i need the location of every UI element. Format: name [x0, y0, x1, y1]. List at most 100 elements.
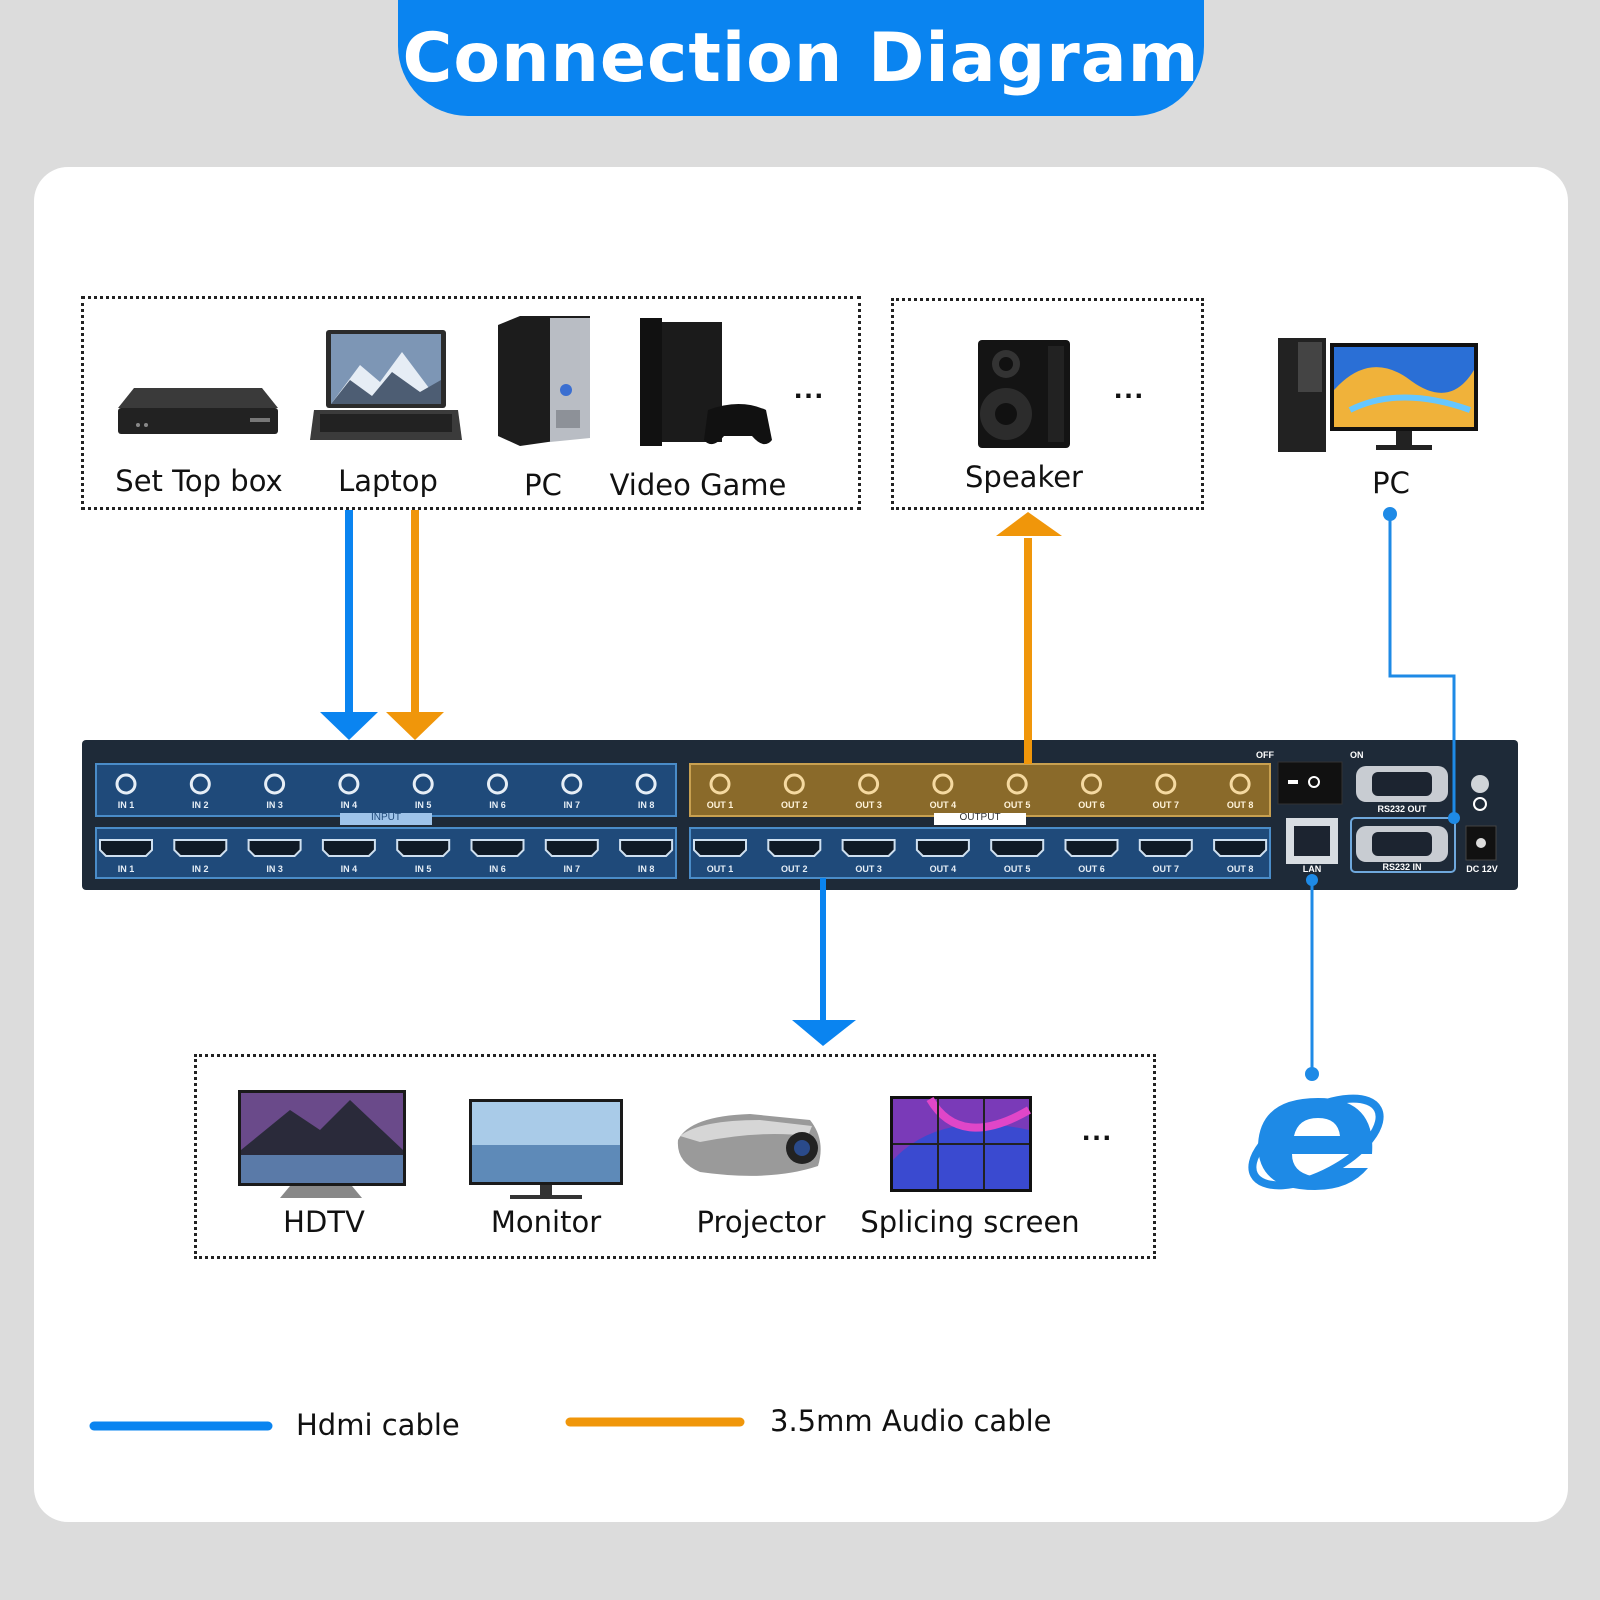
hdmi-in-port [544, 839, 599, 857]
audio_out-label: OUT 6 [1078, 800, 1105, 810]
speaker-group [891, 298, 1204, 510]
hdmi-output-arrow [792, 878, 856, 1046]
hdmi_out-label: OUT 3 [855, 864, 882, 874]
audio-out-jack [1006, 773, 1028, 795]
hdmi_in-label: IN 8 [637, 864, 655, 874]
audio-out-jack [858, 773, 880, 795]
audio-in-jack [635, 773, 657, 795]
audio-out-jack [1081, 773, 1102, 795]
hdmi_out-label: OUT 4 [929, 864, 957, 874]
audio_in-label: IN 3 [266, 800, 283, 810]
power-off-label: OFF [1256, 750, 1274, 760]
speaker-more: ... [1114, 372, 1146, 405]
hdmi-in-port [470, 839, 525, 857]
hdmi-out-port [915, 839, 970, 857]
audio-out-jack [709, 773, 731, 795]
speaker-icon [978, 340, 1070, 448]
lan-line [1305, 874, 1319, 1081]
audio_out-label: OUT 2 [781, 800, 808, 810]
hdmi_in-label: IN 7 [563, 864, 581, 874]
label-laptop: Laptop [338, 464, 438, 498]
audio_out-label: OUT 1 [706, 800, 734, 810]
hdmi-in-port [619, 839, 674, 857]
audio_in-label: IN 4 [340, 800, 358, 810]
hdmi-out-port [693, 839, 747, 857]
hdmi_out-label: OUT 6 [1078, 864, 1105, 874]
monitor-icon [469, 1099, 623, 1199]
hdmi-in-port [321, 839, 376, 857]
label-control-pc: PC [1372, 466, 1410, 500]
legend-hdmi-label: Hdmi cable [296, 1408, 460, 1442]
desktop-pc-icon [1278, 338, 1478, 452]
audio-in-jack [115, 773, 137, 795]
laptop-icon [310, 330, 462, 440]
audio-in-jack [412, 773, 434, 795]
hdmi-input-arrow [320, 510, 378, 740]
audio_in-label: IN 2 [192, 800, 209, 810]
audio_in-label: IN 5 [414, 800, 432, 810]
audio_in-label: IN 6 [489, 800, 506, 810]
hdtv-icon [238, 1090, 406, 1198]
audio_in-label: IN 7 [563, 800, 581, 810]
audio-in-jack [561, 773, 583, 795]
audio_out-label: OUT 5 [1003, 800, 1031, 810]
hdmi-out-port [1064, 839, 1119, 857]
audio-in-jack [189, 773, 211, 795]
page-title: Connection Diagram [402, 18, 1200, 98]
display-devices-group [194, 1054, 1156, 1259]
hdmi-out-port [1213, 839, 1268, 857]
legend-audio-label: 3.5mm Audio cable [770, 1404, 1052, 1438]
audio-in-jack [264, 773, 286, 795]
hdmi-out-port [841, 839, 896, 857]
input-section-label: INPUT [371, 812, 401, 823]
audio-input-arrow [386, 510, 444, 740]
hdmi-in-port [99, 839, 153, 857]
label-set-top-box: Set Top box [115, 464, 283, 498]
dc-label: DC 12V [1466, 864, 1498, 874]
title-banner: Connection Diagram [398, 0, 1204, 116]
hdmi_out-label: OUT 5 [1003, 864, 1031, 874]
label-speaker: Speaker [965, 460, 1083, 494]
game-console-icon [640, 318, 772, 446]
splicing-screen-icon [890, 1096, 1032, 1192]
internet-icon [1248, 1094, 1384, 1190]
hdmi-in-port [247, 839, 302, 857]
audio_out-label: OUT 7 [1152, 800, 1180, 810]
label-pc-source: PC [524, 468, 562, 502]
audio-out-jack [1155, 773, 1177, 795]
hdmi_out-label: OUT 2 [781, 864, 808, 874]
rs232-out-label: RS232 OUT [1377, 804, 1427, 814]
audio-in-jack [487, 773, 508, 795]
audio_out-label: OUT 4 [929, 800, 957, 810]
hdmi_in-label: IN 2 [192, 864, 209, 874]
hdmi-in-port [173, 839, 228, 857]
displays-more: ... [1082, 1114, 1114, 1147]
hdmi_in-label: IN 1 [117, 864, 135, 874]
hdmi-out-port [1138, 839, 1193, 857]
sources-more: ... [794, 372, 826, 405]
source-devices-group [81, 296, 861, 510]
hdmi-in-port [396, 839, 451, 857]
hdmi-out-port [990, 839, 1045, 857]
power-on-label: ON [1350, 750, 1364, 760]
hdmi_in-label: IN 6 [489, 864, 506, 874]
audio_out-label: OUT 8 [1226, 800, 1254, 810]
label-monitor: Monitor [490, 1205, 602, 1239]
audio-out-jack [932, 773, 954, 795]
lan-label: LAN [1302, 864, 1322, 874]
label-video-game: Video Game [609, 468, 787, 502]
audio-out-jack [1229, 773, 1251, 795]
hdmi_out-label: OUT 8 [1226, 864, 1254, 874]
label-projector: Projector [696, 1205, 826, 1239]
rs232-in-label: RS232 IN [1382, 862, 1422, 872]
pc-tower-icon [498, 316, 590, 446]
set-top-box-icon [118, 388, 278, 434]
label-hdtv: HDTV [283, 1205, 365, 1239]
hdmi-out-port [767, 839, 822, 857]
hdmi_in-label: IN 5 [414, 864, 432, 874]
rs232-control-line [1383, 507, 1460, 824]
audio_in-label: IN 8 [637, 800, 655, 810]
